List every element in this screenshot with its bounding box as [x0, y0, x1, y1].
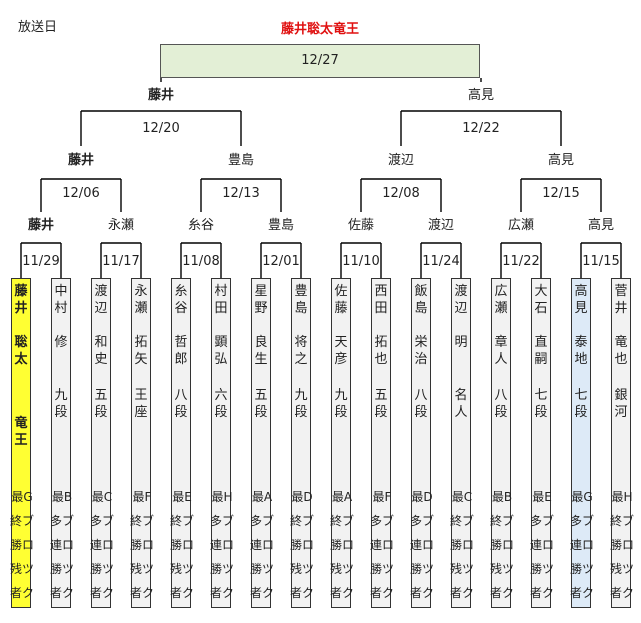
round2-player-6: 広瀬: [507, 218, 535, 233]
player-title: 六段: [214, 388, 228, 420]
champion-label: 藤井聡太竜王: [280, 22, 360, 37]
player-title: 九段: [334, 388, 348, 420]
player-name: 星野良生: [254, 284, 268, 367]
player-title: 九段: [54, 388, 68, 420]
player-name: 永瀬拓矢: [134, 284, 148, 367]
player-name: 藤井聡太: [14, 284, 28, 367]
player-title: 竜王: [14, 416, 28, 448]
round2-player-1: 永瀬: [107, 218, 135, 233]
quarter-date-1: 12/13: [222, 186, 260, 201]
round2-player-2: 糸谷: [187, 218, 215, 233]
final-player-0: 藤井: [147, 88, 175, 103]
round2-player-0: 藤井: [27, 218, 55, 233]
player-name: 高見泰地: [574, 284, 588, 367]
player-name: 渡辺和史: [94, 284, 108, 367]
round1-date-3: 12/01: [262, 254, 300, 269]
player-title: 王座: [134, 388, 148, 420]
player-name: 飯島栄治: [414, 284, 428, 367]
player-title: 五段: [374, 388, 388, 420]
broadcast-label: 放送日: [18, 20, 58, 35]
quarter-date-2: 12/08: [382, 186, 420, 201]
player-title: 八段: [414, 388, 428, 420]
quarter-player-1: 豊島: [227, 153, 255, 168]
round2-player-7: 高見: [587, 218, 615, 233]
player-title: 九段: [294, 388, 308, 420]
round2-player-4: 佐藤: [347, 218, 375, 233]
player-name: 広瀬章人: [494, 284, 508, 367]
player-name: 村田顕弘: [214, 284, 228, 367]
quarter-player-0: 藤井: [67, 153, 95, 168]
player-name: 大石直嗣: [534, 284, 548, 367]
player-name: 豊島将之: [294, 284, 308, 367]
round1-date-5: 11/24: [422, 254, 460, 269]
player-name: 佐藤天彦: [334, 284, 348, 367]
player-title: 八段: [494, 388, 508, 420]
final-date-box: 12/27: [160, 44, 480, 78]
round2-player-3: 豊島: [267, 218, 295, 233]
player-title: 七段: [574, 388, 588, 420]
player-title: 八段: [174, 388, 188, 420]
quarter-date-3: 12/15: [542, 186, 580, 201]
round1-date-6: 11/22: [502, 254, 540, 269]
player-title: 五段: [254, 388, 268, 420]
round1-date-7: 11/15: [582, 254, 620, 269]
round1-date-4: 11/10: [342, 254, 380, 269]
semi-date-0: 12/20: [142, 121, 180, 136]
quarter-player-2: 渡辺: [387, 153, 415, 168]
player-name: 西田拓也: [374, 284, 388, 367]
player-title: 七段: [534, 388, 548, 420]
final-player-1: 高見: [467, 88, 495, 103]
quarter-player-3: 高見: [547, 153, 575, 168]
player-name: 中村修: [54, 284, 68, 350]
player-name: 菅井竜也: [614, 284, 628, 367]
quarter-date-0: 12/06: [62, 186, 100, 201]
player-name: 糸谷哲郎: [174, 284, 188, 367]
player-title: 名人: [454, 388, 468, 420]
round1-date-0: 11/29: [22, 254, 60, 269]
round2-player-5: 渡辺: [427, 218, 455, 233]
semi-date-1: 12/22: [462, 121, 500, 136]
round1-date-2: 11/08: [182, 254, 220, 269]
player-title: 五段: [94, 388, 108, 420]
player-title: 銀河: [614, 388, 628, 420]
round1-date-1: 11/17: [102, 254, 140, 269]
player-name: 渡辺明: [454, 284, 468, 350]
